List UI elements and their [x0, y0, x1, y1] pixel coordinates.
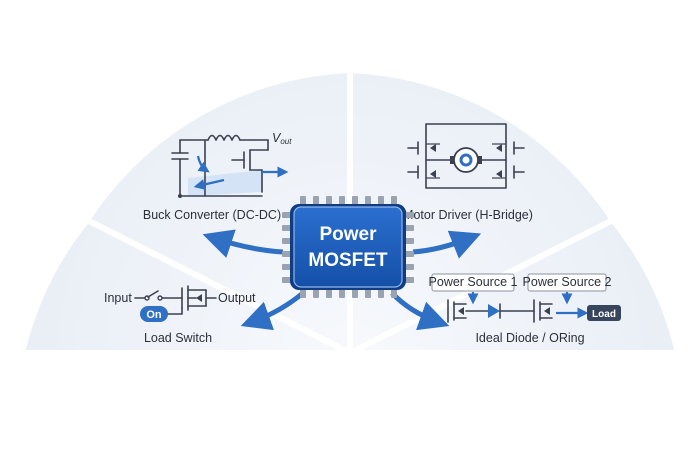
on-badge — [140, 306, 168, 322]
chip-pins — [282, 196, 414, 298]
power-source-2-label: Power Source 2 — [523, 275, 612, 289]
ideal-diode-schematic: Power Source 1 Power Source 2 Load — [429, 273, 621, 323]
chip-title-line1: Power — [319, 224, 377, 245]
chip-pin — [326, 289, 332, 298]
chip-pin — [405, 264, 414, 270]
chip-pin — [300, 196, 306, 205]
chip-pin — [300, 289, 306, 298]
chip-pin — [391, 289, 397, 298]
chip-pin — [352, 289, 358, 298]
chip-pin — [313, 196, 319, 205]
flow-arrows — [202, 229, 482, 331]
panel-motor — [347, 66, 618, 358]
chip-title-line2: MOSFET — [308, 250, 388, 271]
chip-pin — [282, 238, 291, 244]
power-source-2-box — [527, 273, 607, 292]
buck-converter-schematic: Vout — [171, 131, 292, 198]
input-label: Input — [104, 291, 132, 305]
arrow-to-motor — [412, 230, 482, 259]
chip-pin — [365, 289, 371, 298]
motor-driver-label: Motor Driver (H-Bridge) — [403, 208, 533, 222]
mosfet-icon-load-switch — [181, 285, 207, 311]
chip-pin — [339, 289, 345, 298]
load-switch-schematic: Input Output On — [104, 285, 256, 322]
load-switch-label: Load Switch — [144, 331, 212, 345]
power-source-1-box — [431, 273, 515, 292]
on-badge-label: On — [146, 309, 162, 321]
chip-pin — [391, 196, 397, 205]
chip-pin — [282, 264, 291, 270]
load-box — [587, 305, 621, 321]
chip-pin — [339, 196, 345, 205]
mosfet-icon-top-left — [407, 141, 436, 155]
chip-pin — [282, 212, 291, 218]
motor-icon — [450, 147, 482, 173]
inductor-icon — [207, 134, 241, 141]
vout-label: Vout — [272, 131, 292, 146]
diode-icon — [488, 304, 500, 318]
chip-pin — [365, 196, 371, 205]
mosfet-icon-bottom-right — [496, 165, 525, 179]
chip-pin — [313, 289, 319, 298]
load-box-label: Load — [592, 309, 616, 320]
chip-pin — [405, 212, 414, 218]
buck-converter-label: Buck Converter (DC-DC) — [143, 208, 281, 222]
mosfet-icon-top-right — [496, 141, 525, 155]
chip-pin — [405, 238, 414, 244]
mosfet-icon-oring-2 — [533, 299, 553, 323]
chip-pin — [326, 196, 332, 205]
chip-pin — [405, 277, 414, 283]
chip-pin — [352, 196, 358, 205]
ideal-diode-label: Ideal Diode / ORing — [475, 331, 584, 345]
chip-pin — [378, 196, 384, 205]
power-source-1-label: Power Source 1 — [429, 275, 518, 289]
arrow-to-load-switch — [240, 291, 305, 331]
arrow-to-buck — [202, 229, 284, 258]
power-mosfet-chip: Power MOSFET — [282, 196, 414, 298]
chip-pin — [405, 225, 414, 231]
output-label: Output — [218, 291, 256, 305]
mosfet-icon-bottom-left — [407, 165, 436, 179]
chip-pin — [282, 277, 291, 283]
chip-pin — [405, 251, 414, 257]
chip-pin — [282, 225, 291, 231]
h-bridge-schematic — [407, 123, 525, 189]
chip-pin — [378, 289, 384, 298]
chip-pin — [282, 251, 291, 257]
